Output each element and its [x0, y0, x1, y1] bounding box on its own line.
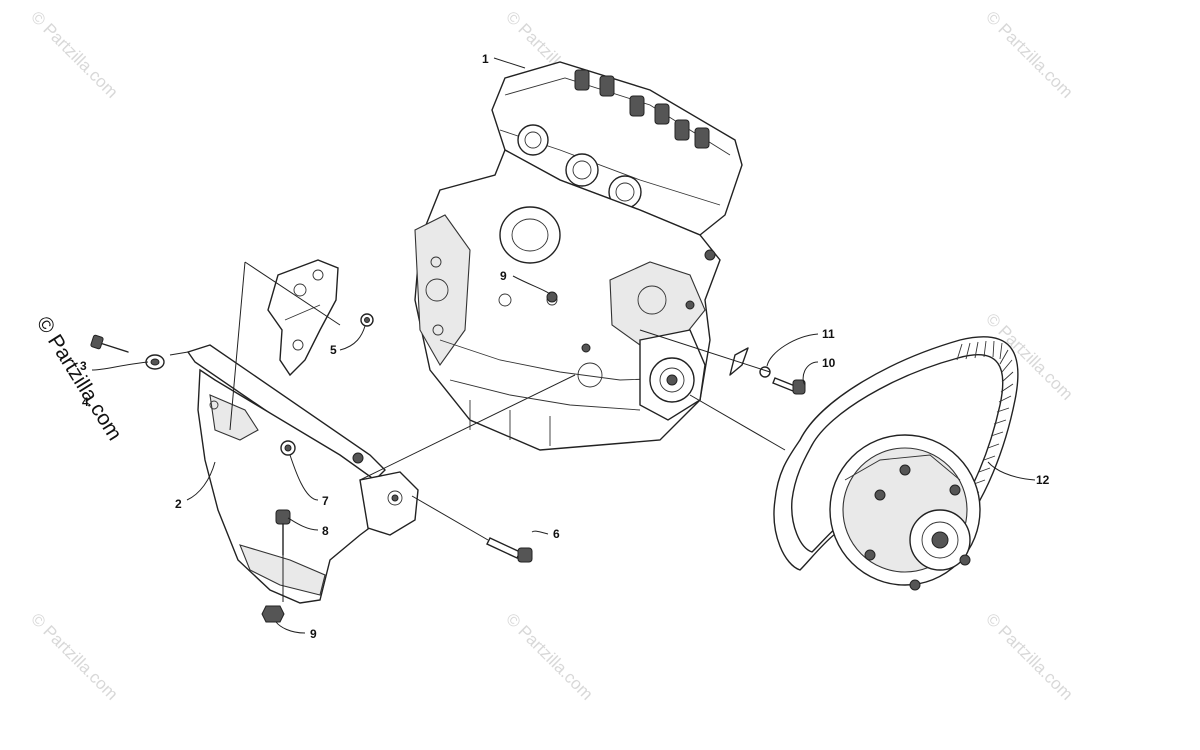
watermark-text: © Partzilla.com [982, 7, 1076, 101]
washer-4-part[interactable] [145, 354, 165, 370]
nut-9-upper-part[interactable] [546, 291, 558, 303]
callout-2: 2 [175, 497, 182, 511]
callout-1: 1 [482, 52, 489, 66]
mount-plate-part[interactable] [267, 259, 339, 377]
callout-4: 4 [82, 395, 89, 409]
bolt-3-part[interactable] [90, 334, 129, 353]
nut-7-part[interactable] [280, 440, 296, 456]
callout-3: 3 [80, 359, 87, 373]
watermark-text: © Partzilla.com [27, 7, 121, 101]
drive-clutch-part[interactable] [829, 434, 981, 591]
bolt-8-part[interactable] [275, 509, 291, 556]
nut-5-part[interactable] [360, 313, 374, 327]
callout-5: 5 [330, 343, 337, 357]
nut-9-lower-part[interactable] [261, 605, 285, 623]
bolt-6-part[interactable] [486, 537, 533, 563]
callout-9-upper: 9 [500, 269, 507, 283]
watermark-text: © Partzilla.com [27, 609, 121, 703]
clip-11-part[interactable] [729, 347, 749, 376]
engine-mount-bracket-part[interactable] [186, 344, 419, 604]
assembly-lines [169, 261, 786, 602]
callout-7: 7 [322, 494, 329, 508]
watermark-main: © Partzilla.com [32, 312, 126, 444]
callout-labels: 1 2 3 4 5 6 7 8 9 9 10 11 12 [80, 52, 1050, 641]
callout-9-lower: 9 [310, 627, 317, 641]
callout-11: 11 [822, 327, 835, 341]
watermark-text: © Partzilla.com [982, 609, 1076, 703]
engine-part[interactable] [414, 61, 743, 451]
callout-12: 12 [1036, 473, 1050, 487]
callout-10: 10 [822, 356, 836, 370]
callout-8: 8 [322, 524, 329, 538]
callout-6: 6 [553, 527, 560, 541]
leader-lines [91, 57, 1036, 634]
watermark-text: © Partzilla.com [502, 609, 596, 703]
